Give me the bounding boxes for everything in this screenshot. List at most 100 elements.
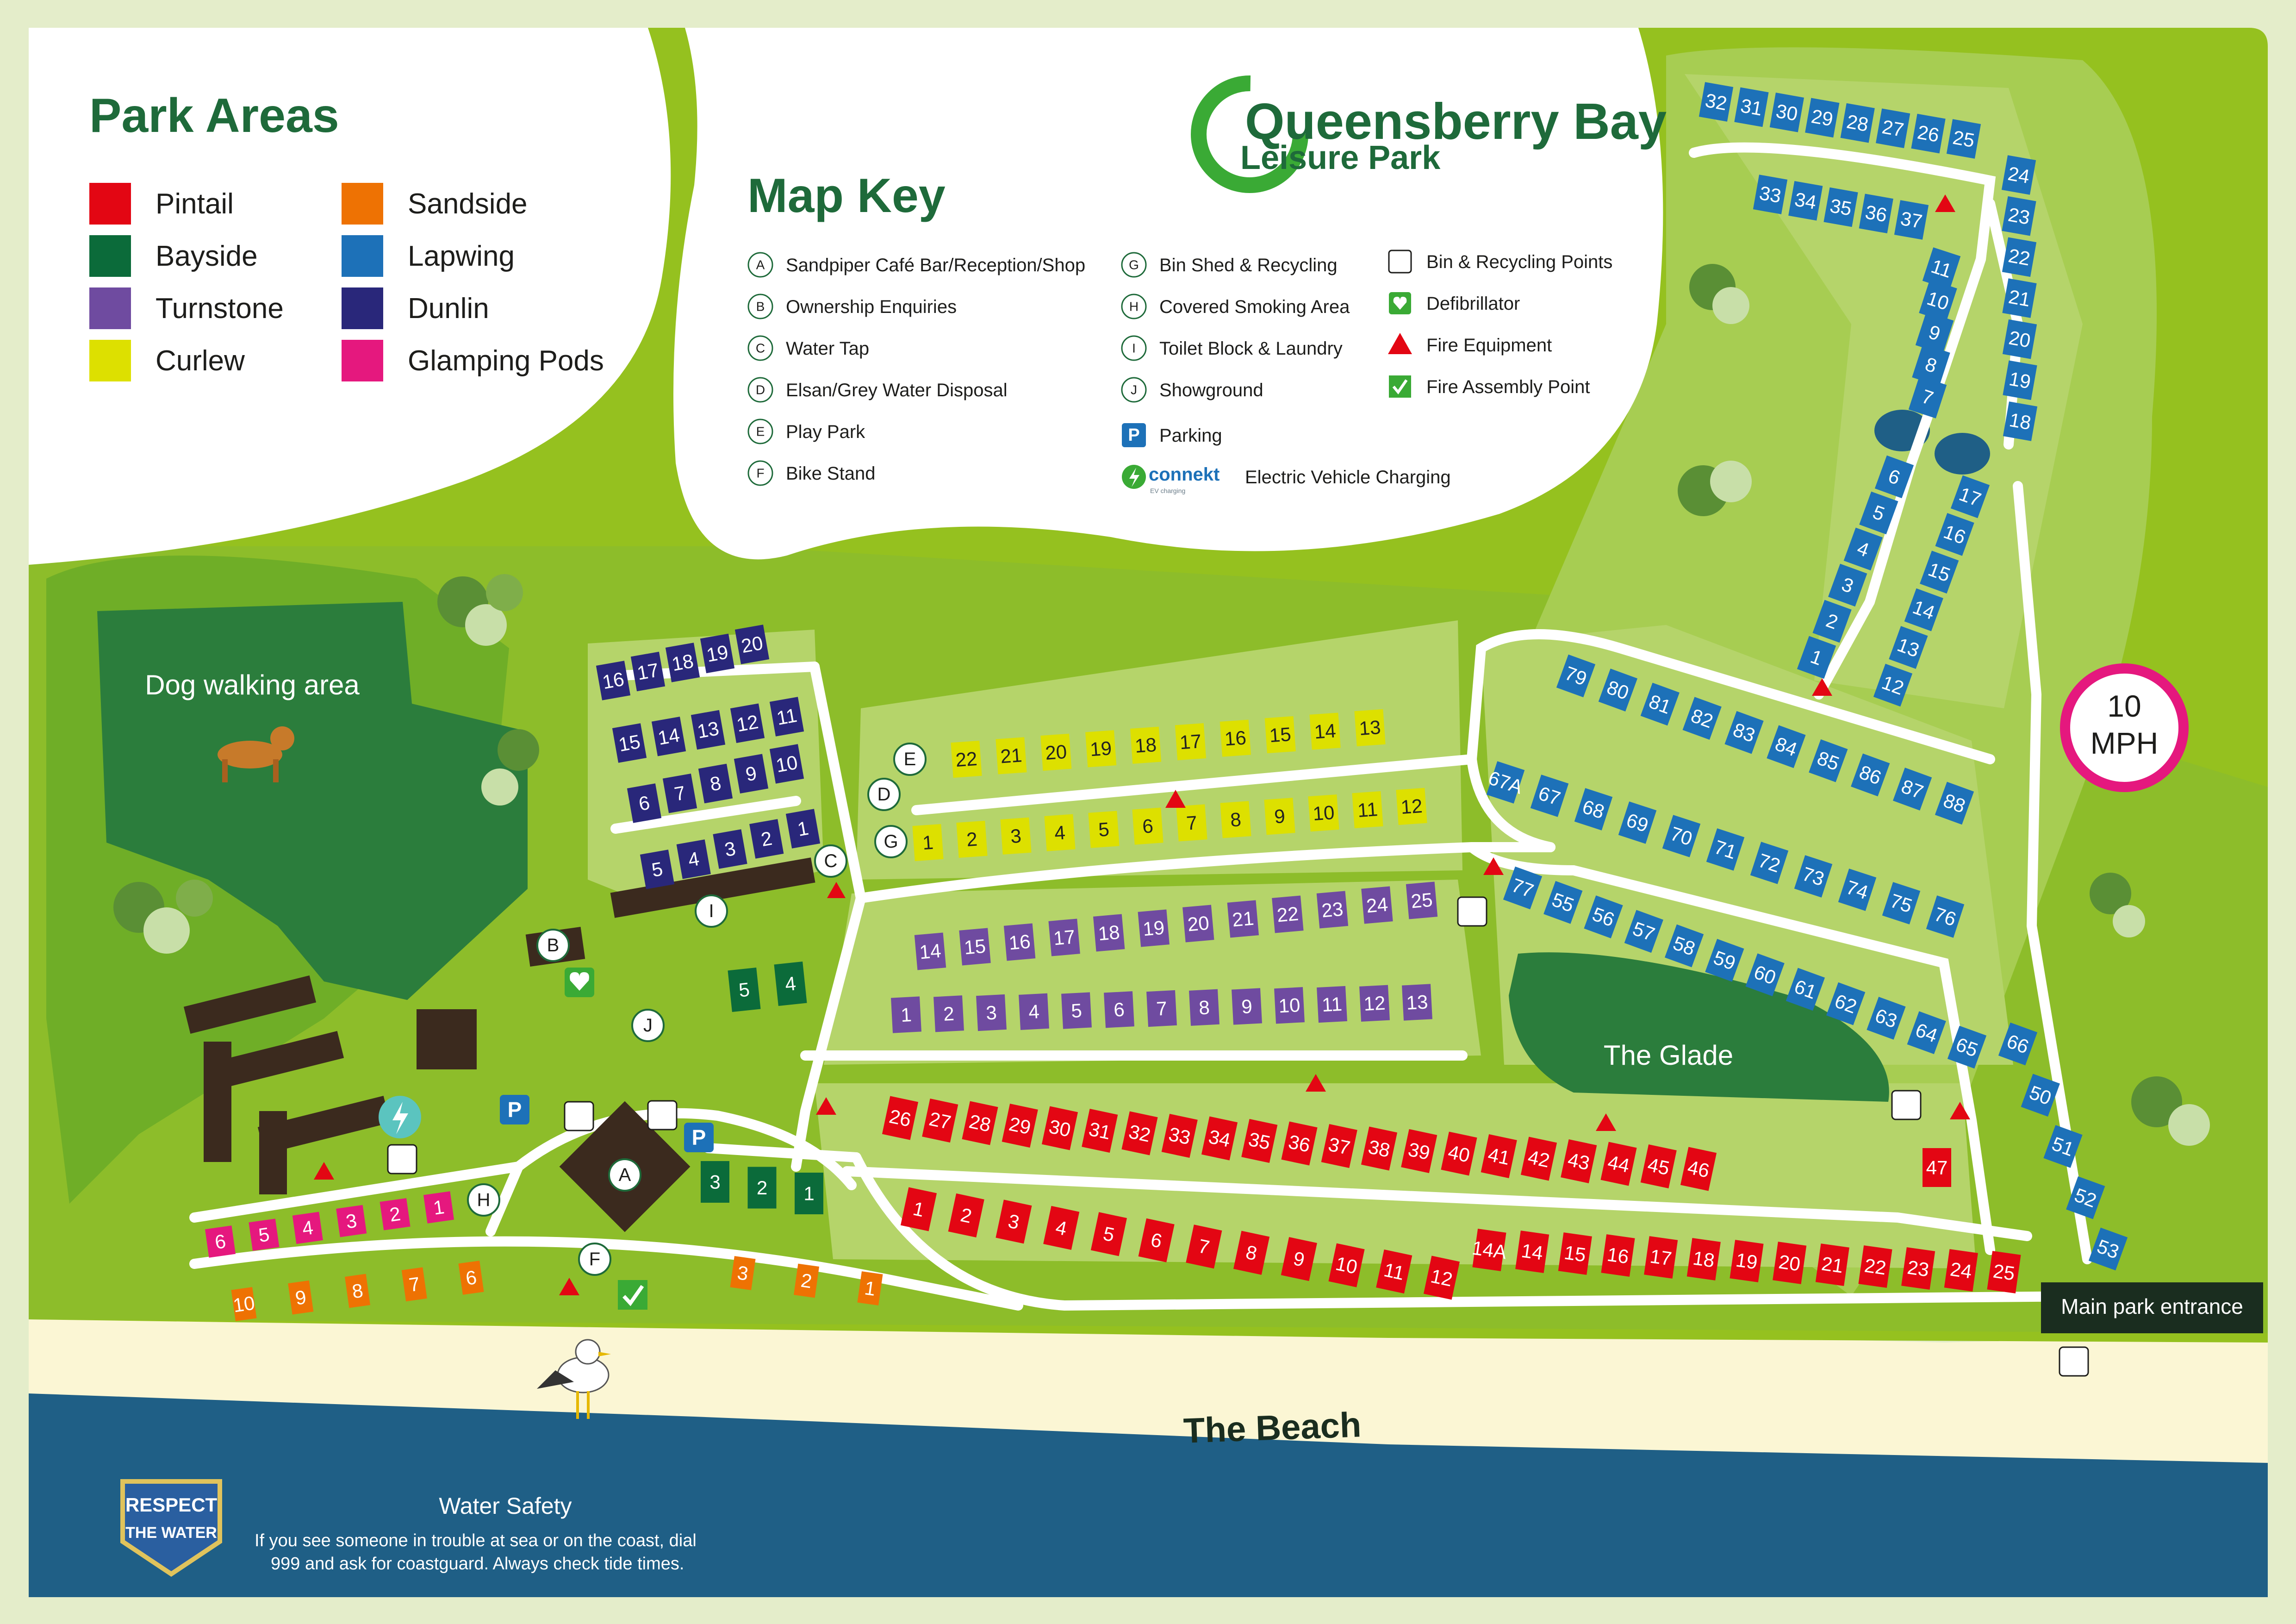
plot-dunlin[interactable]: 7 [662, 773, 697, 813]
plot-pintail[interactable]: 22 [1858, 1245, 1892, 1288]
plot-dunlin[interactable]: 11 [769, 697, 804, 737]
plot-turnstone[interactable]: 2 [933, 995, 964, 1032]
plot-dunlin[interactable]: 5 [640, 849, 675, 889]
plot-sandside[interactable]: 3 [730, 1256, 756, 1290]
plot-curlew[interactable]: 11 [1352, 791, 1383, 829]
plot-pintail[interactable]: 5 [1090, 1212, 1127, 1256]
plot-pintail[interactable]: 27 [922, 1098, 958, 1143]
plot-dunlin[interactable]: 1 [785, 809, 821, 849]
plot-dunlin[interactable]: 6 [627, 783, 662, 823]
plot-turnstone[interactable]: 4 [1019, 993, 1049, 1030]
plot-lapwing[interactable]: 66 [1998, 1022, 2038, 1066]
plot-lapwing[interactable]: 85 [1809, 739, 1848, 782]
plot-turnstone[interactable]: 1 [891, 996, 921, 1033]
plot-glamping[interactable]: 3 [336, 1205, 367, 1237]
plot-lapwing[interactable]: 12 [1873, 663, 1913, 707]
plot-lapwing[interactable]: 37 [1894, 200, 1929, 240]
plot-lapwing[interactable]: 1 [1797, 636, 1836, 679]
plot-curlew[interactable]: 8 [1220, 801, 1251, 838]
plot-pintail[interactable]: 18 [1686, 1238, 1721, 1280]
plot-turnstone[interactable]: 24 [1361, 886, 1393, 924]
plot-sandside[interactable]: 2 [793, 1263, 820, 1298]
plot-dunlin[interactable]: 13 [691, 710, 726, 750]
plot-lapwing[interactable]: 24 [2001, 155, 2036, 195]
plot-lapwing[interactable]: 6 [1874, 455, 1914, 499]
plot-pintail[interactable]: 6 [1138, 1218, 1175, 1262]
plot-lapwing[interactable]: 63 [1867, 997, 1906, 1040]
plot-curlew[interactable]: 21 [996, 737, 1027, 775]
plot-lapwing[interactable]: 68 [1574, 788, 1613, 831]
plot-lapwing[interactable]: 15 [1920, 550, 1959, 594]
plot-lapwing[interactable]: 9 [1915, 312, 1954, 354]
plot-lapwing[interactable]: 16 [1935, 513, 1974, 556]
plot-lapwing[interactable]: 62 [1826, 982, 1866, 1025]
plot-lapwing[interactable]: 28 [1840, 103, 1875, 143]
plot-bayside[interactable]: 4 [774, 962, 807, 1006]
plot-turnstone[interactable]: 3 [976, 994, 1007, 1031]
plot-dunlin[interactable]: 2 [749, 819, 784, 859]
plot-lapwing[interactable]: 61 [1786, 968, 1825, 1011]
plot-lapwing[interactable]: 2 [1812, 600, 1852, 643]
plot-lapwing[interactable]: 29 [1805, 98, 1840, 138]
plot-turnstone[interactable]: 20 [1182, 905, 1214, 943]
plot-lapwing[interactable]: 3 [1828, 563, 1867, 607]
plot-lapwing[interactable]: 51 [2043, 1125, 2083, 1168]
plot-pintail[interactable]: 30 [1041, 1106, 1078, 1150]
plot-lapwing[interactable]: 59 [1705, 939, 1744, 982]
plot-glamping[interactable]: 1 [423, 1191, 454, 1224]
plot-dunlin[interactable]: 16 [596, 661, 631, 700]
plot-pintail[interactable]: 40 [1441, 1131, 1477, 1176]
plot-turnstone[interactable]: 8 [1189, 989, 1220, 1026]
plot-lapwing[interactable]: 56 [1584, 895, 1623, 938]
plot-pintail[interactable]: 11 [1376, 1249, 1412, 1294]
plot-pintail[interactable]: 9 [1281, 1237, 1317, 1281]
plot-pintail[interactable]: 39 [1401, 1129, 1437, 1174]
plot-turnstone[interactable]: 23 [1316, 891, 1349, 929]
plot-lapwing[interactable]: 22 [2002, 237, 2037, 277]
plot-glamping[interactable]: 5 [249, 1218, 280, 1251]
plot-dunlin[interactable]: 20 [734, 625, 770, 664]
plot-pintail[interactable]: 44 [1600, 1142, 1637, 1186]
plot-curlew[interactable]: 22 [951, 740, 982, 778]
plot-turnstone[interactable]: 15 [959, 928, 991, 966]
plot-glamping[interactable]: 4 [292, 1212, 323, 1244]
plot-curlew[interactable]: 1 [912, 824, 944, 862]
plot-turnstone[interactable]: 14 [914, 932, 946, 970]
plot-lapwing[interactable]: 25 [1946, 119, 1981, 159]
plot-pintail[interactable]: 28 [962, 1101, 998, 1145]
plot-lapwing[interactable]: 84 [1767, 725, 1806, 768]
plot-turnstone[interactable]: 25 [1406, 881, 1438, 919]
plot-pintail[interactable]: 26 [882, 1096, 919, 1140]
plot-lapwing[interactable]: 17 [1950, 475, 1990, 518]
plot-lapwing[interactable]: 5 [1859, 491, 1898, 535]
plot-lapwing[interactable]: 64 [1907, 1011, 1946, 1055]
plot-curlew[interactable]: 5 [1088, 811, 1120, 848]
plot-pintail[interactable]: 29 [1002, 1103, 1038, 1148]
plot-lapwing[interactable]: 33 [1753, 175, 1788, 214]
plot-pintail[interactable]: 38 [1361, 1126, 1398, 1171]
plot-pintail[interactable]: 24 [1944, 1249, 1978, 1292]
plot-lapwing[interactable]: 83 [1724, 711, 1764, 754]
plot-pintail[interactable]: 15 [1558, 1232, 1592, 1275]
plot-curlew[interactable]: 7 [1176, 804, 1207, 842]
plot-pintail[interactable]: 16 [1601, 1234, 1635, 1277]
plot-lapwing[interactable]: 20 [2002, 319, 2037, 359]
plot-turnstone[interactable]: 9 [1232, 988, 1262, 1025]
plot-pintail[interactable]: 25 [1987, 1251, 2021, 1293]
plot-pintail[interactable]: 33 [1161, 1113, 1198, 1158]
plot-lapwing[interactable]: 32 [1699, 82, 1734, 122]
plot-sandside[interactable]: 8 [344, 1274, 371, 1308]
plot-lapwing[interactable]: 50 [2021, 1074, 2060, 1117]
plot-pintail[interactable]: 42 [1520, 1137, 1557, 1181]
plot-turnstone[interactable]: 16 [1003, 923, 1036, 961]
plot-curlew[interactable]: 14 [1309, 712, 1341, 750]
plot-bayside[interactable]: 5 [728, 968, 761, 1012]
plot-turnstone[interactable]: 21 [1227, 900, 1259, 938]
plot-dunlin[interactable]: 15 [612, 723, 647, 763]
plot-curlew[interactable]: 13 [1354, 709, 1386, 747]
plot-pintail[interactable]: 31 [1082, 1108, 1118, 1153]
plot-dunlin[interactable]: 14 [651, 716, 686, 756]
plot-lapwing[interactable]: 11 [1922, 247, 1961, 290]
plot-bayside[interactable]: 2 [747, 1167, 777, 1209]
plot-lapwing[interactable]: 71 [1706, 828, 1745, 871]
